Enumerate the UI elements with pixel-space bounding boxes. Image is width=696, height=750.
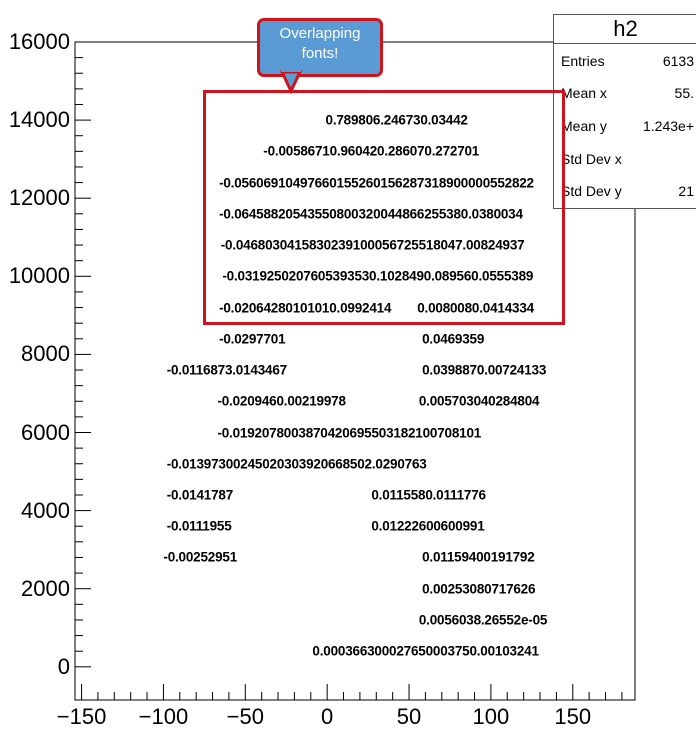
y-tick-label: 0 <box>57 653 70 679</box>
bin-content-label: 0.0080080.0414334 <box>417 300 534 316</box>
y-tick-label: 16000 <box>8 29 70 54</box>
y-tick-label: 12000 <box>8 185 70 211</box>
bin-content-label: 0.01159400191792 <box>422 549 535 565</box>
bin-content-label: -0.01397300245020303920668502.0290763 <box>166 456 427 472</box>
callout-text: Overlapping fonts! <box>279 25 361 62</box>
stats-box[interactable]: h2 Entries 6133 Mean x 55. Mean y 1.243e… <box>553 14 696 209</box>
bin-content-label: -0.00586710.960420.286070.272701 <box>263 143 480 159</box>
x-tick-label: 150 <box>554 704 592 729</box>
x-tick-label: 100 <box>472 704 510 729</box>
bin-content-label: -0.00252951 <box>163 549 238 565</box>
bin-content-label: 0.0398870.00724133 <box>422 362 547 378</box>
y-tick-label: 8000 <box>21 341 70 367</box>
bin-content-label: 0.0056038.26552e-05 <box>418 612 548 628</box>
stats-title: h2 <box>554 15 696 44</box>
callout-bubble: Overlapping fonts! <box>257 18 383 77</box>
stats-label: Mean y <box>561 118 607 134</box>
stats-value: 55. <box>674 85 694 101</box>
x-tick-label: −50 <box>226 704 264 729</box>
bin-content-label: 0.789806.246730.03442 <box>325 112 468 128</box>
x-tick-label: 0 <box>321 704 334 729</box>
bin-content-label: -0.06458820543550800320044866255380.0380… <box>219 206 523 222</box>
bin-content-label: 0.01222600600991 <box>371 518 485 534</box>
x-tick-label: −150 <box>56 704 107 729</box>
stats-label: Mean x <box>561 85 607 101</box>
highlight-rectangle <box>203 90 565 325</box>
bin-content-label: 0.005703040284804 <box>418 393 540 409</box>
stats-label: Entries <box>561 53 605 69</box>
bin-content-label: 0.000366300027650003750.00103241 <box>312 643 539 659</box>
bin-content-label: -0.0297701 <box>219 331 286 347</box>
bin-content-label: 0.0469359 <box>422 331 485 347</box>
bin-content-label: -0.0209460.00219978 <box>217 393 346 409</box>
bin-content-label: -0.0141787 <box>166 487 234 503</box>
bin-content-label: -0.0468030415830239100056725518047.00824… <box>220 237 525 253</box>
bin-content-label: -0.02064280101010.0992414 <box>219 300 392 316</box>
y-tick-label: 4000 <box>21 497 70 523</box>
y-tick-label: 2000 <box>21 575 70 601</box>
x-tick-label: −100 <box>138 704 189 729</box>
stats-value: 6133 <box>662 53 694 69</box>
stats-value: 21 <box>678 183 694 199</box>
stats-label: Std Dev y <box>561 183 622 199</box>
bin-content-label: 0.0115580.0111776 <box>371 487 486 503</box>
bin-content-label: 0.00253080717626 <box>422 581 536 597</box>
stats-label: Std Dev x <box>561 151 622 167</box>
y-tick-label: 10000 <box>8 263 70 289</box>
bin-content-label: -0.0560691049766015526015628731890000055… <box>219 175 534 191</box>
x-tick-label: 50 <box>396 704 422 729</box>
bin-content-label: -0.0192078003870420695503182100708101 <box>217 425 482 440</box>
bin-content-label: -0.0111955 <box>166 518 232 534</box>
bin-content-label: -0.0319250207605393530.1028490.089560.05… <box>222 268 534 284</box>
y-tick-label: 14000 <box>8 107 70 133</box>
stats-value: 1.243e+ <box>643 118 694 134</box>
bin-content-label: -0.0116873.0143467 <box>166 362 287 378</box>
y-tick-label: 6000 <box>21 419 70 445</box>
